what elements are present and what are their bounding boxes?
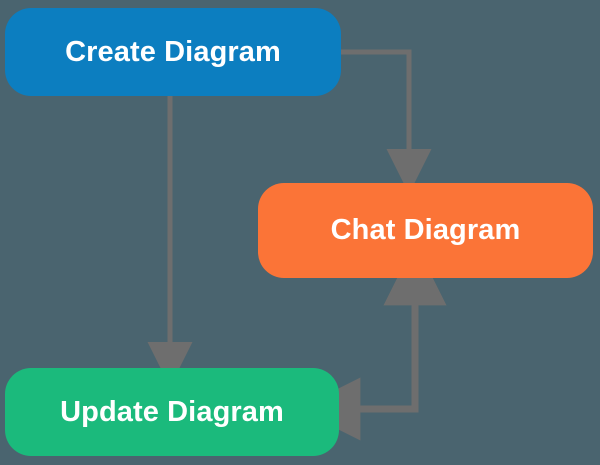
node-update-diagram-label: Update Diagram <box>60 395 284 428</box>
node-create-diagram-label: Create Diagram <box>65 35 281 68</box>
node-chat-diagram-label: Chat Diagram <box>330 214 521 246</box>
edge-update-to-chat <box>297 242 447 441</box>
node-update-diagram[interactable]: Update Diagram <box>5 368 339 456</box>
node-chat-diagram[interactable]: Chat Diagram <box>258 183 593 278</box>
edge-create-to-chat <box>341 49 432 194</box>
node-create-diagram[interactable]: Create Diagram <box>5 8 341 96</box>
